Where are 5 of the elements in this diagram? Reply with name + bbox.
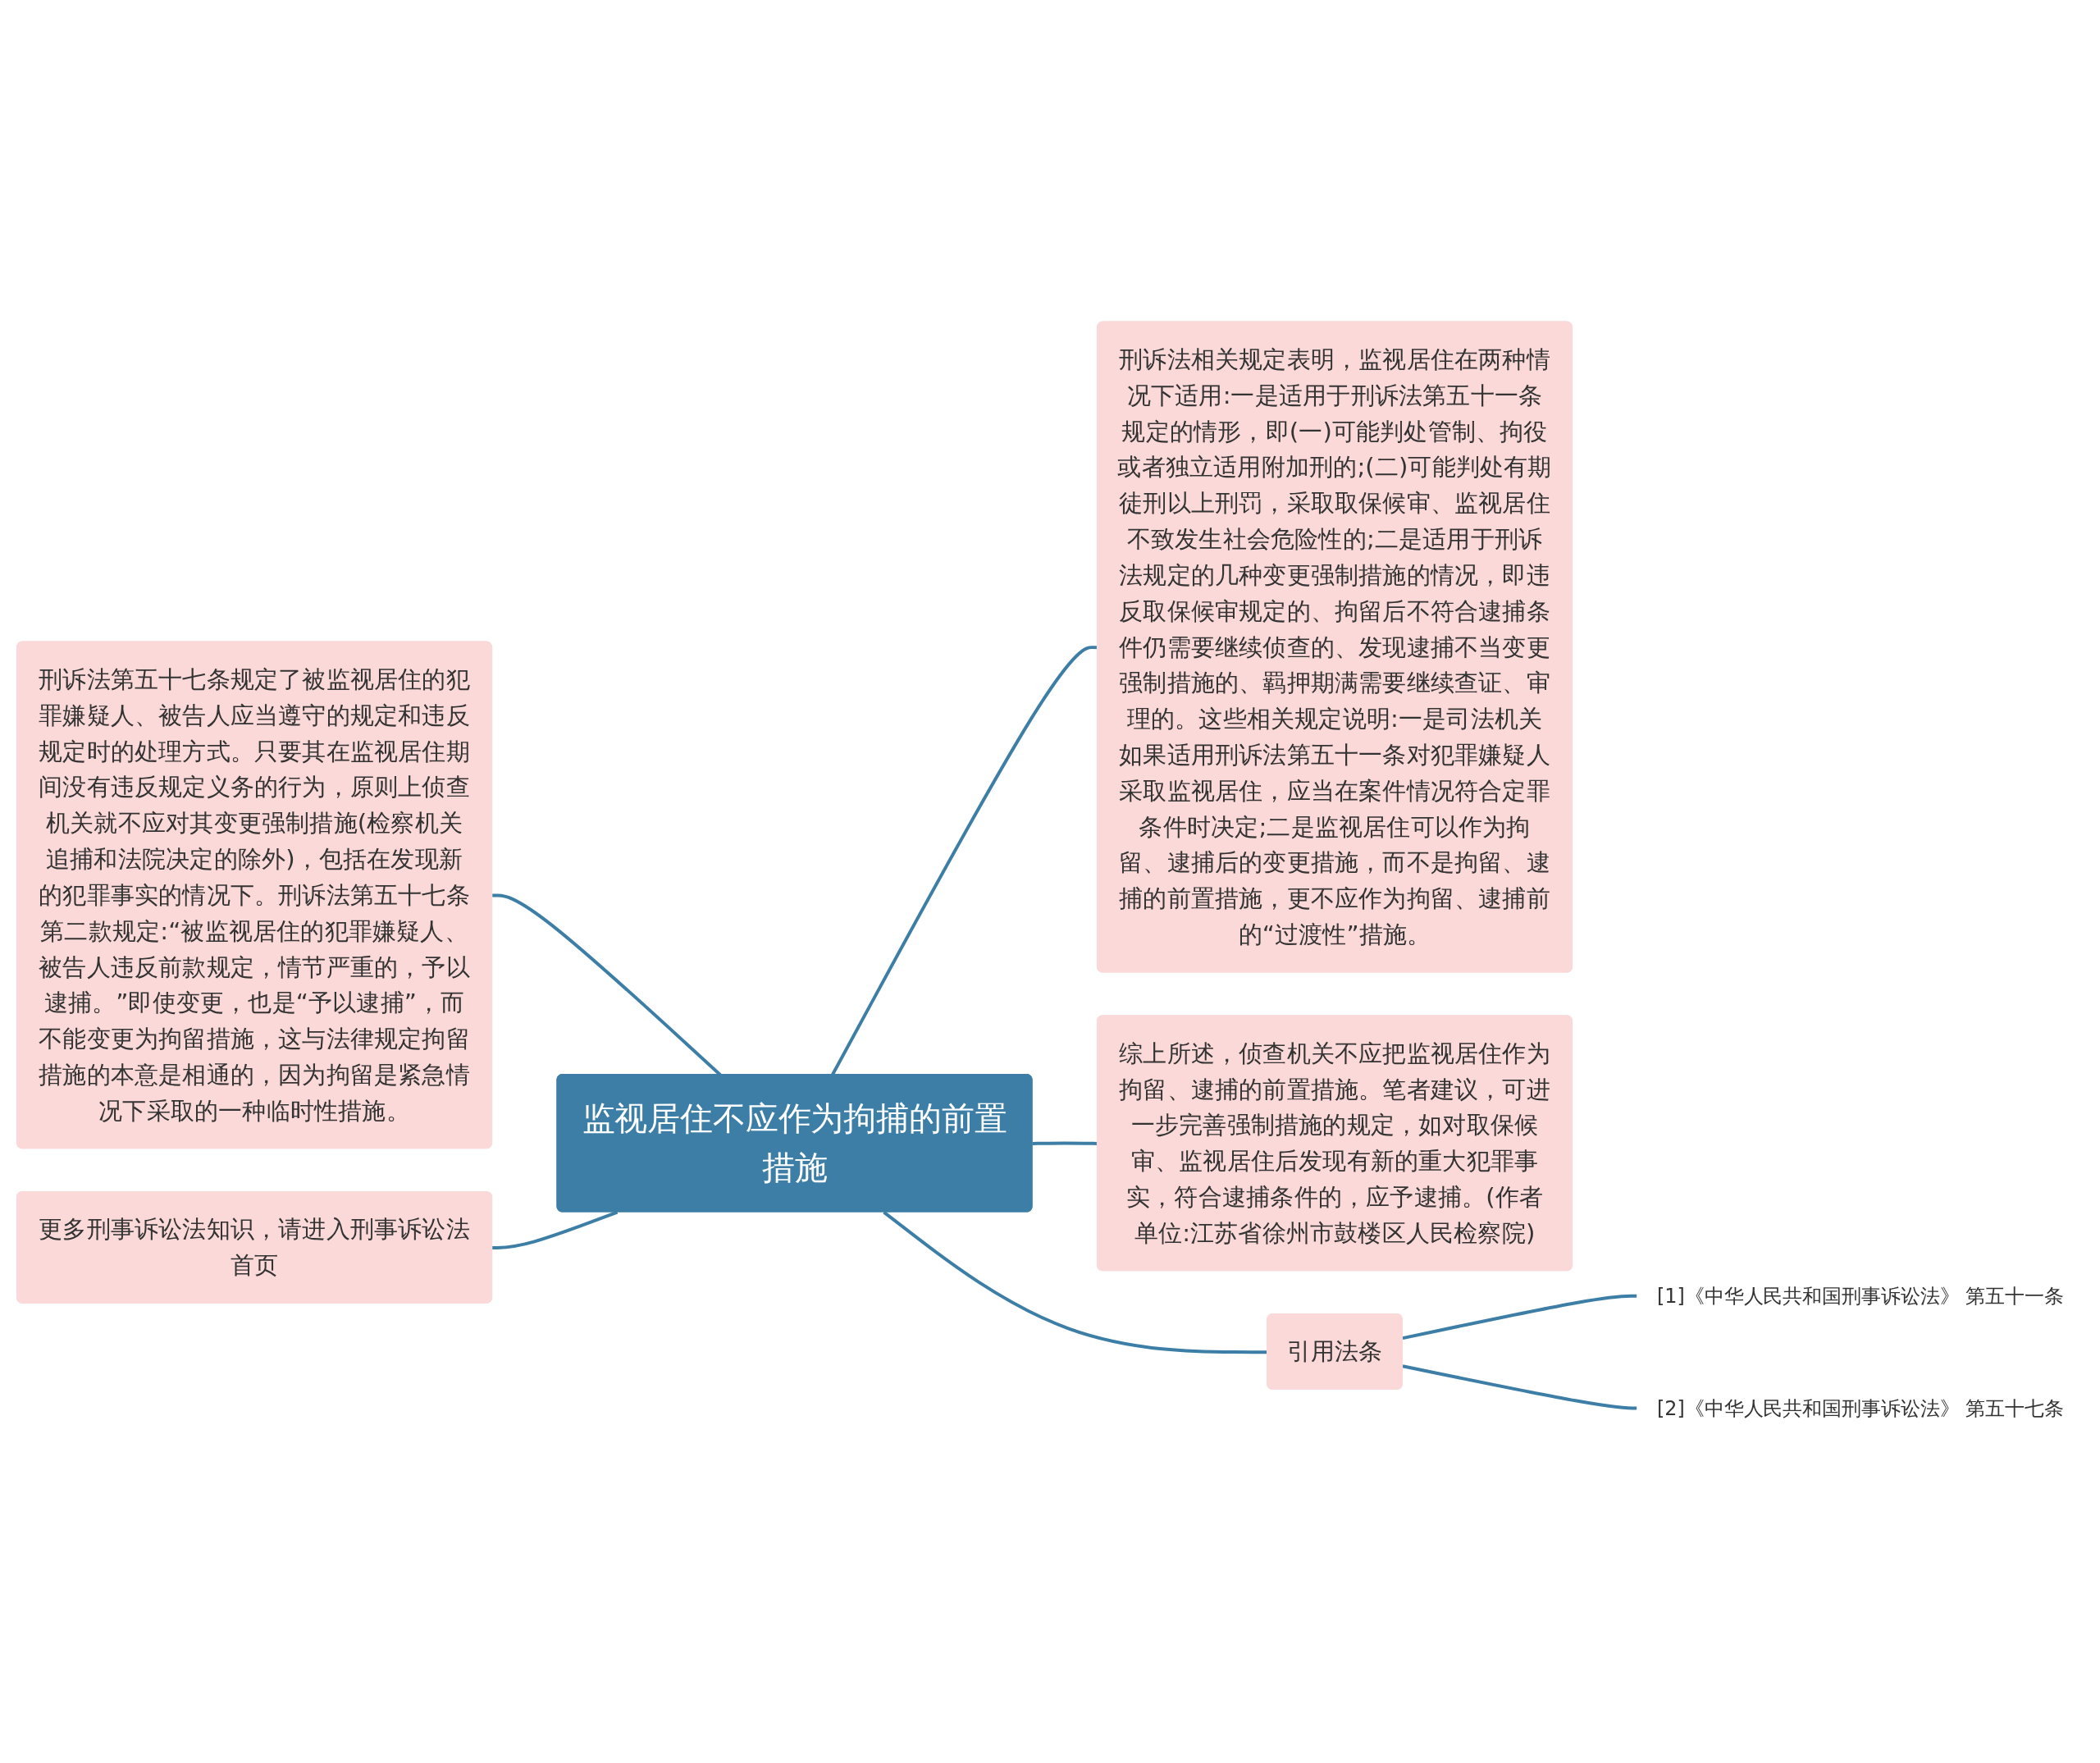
connector	[492, 1210, 619, 1249]
node-text: [1]《中华人民共和国刑事诉讼法》 第五十一条	[1656, 1283, 2064, 1307]
connector	[1402, 1363, 1638, 1410]
node-text: [2]《中华人民共和国刑事诉讼法》 第五十七条	[1656, 1395, 2064, 1419]
connector	[1402, 1294, 1638, 1340]
